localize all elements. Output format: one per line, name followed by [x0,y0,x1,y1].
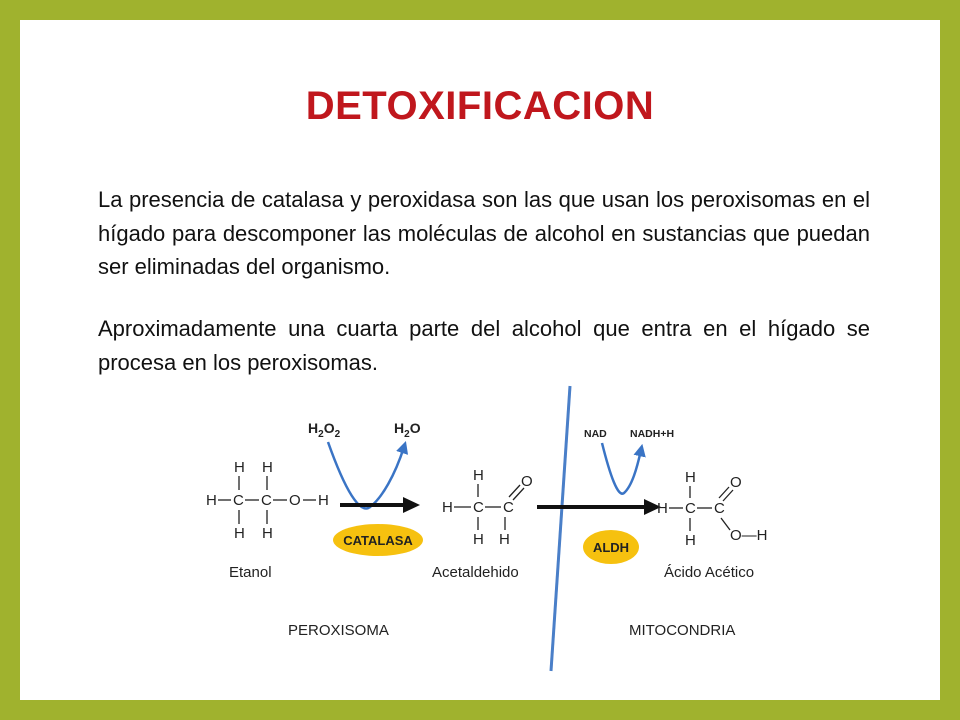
atom-o: O [289,492,301,509]
atom-h: H [685,469,696,486]
atom-h: H [262,459,273,476]
atom-c: C [473,499,484,516]
atom-h: H [442,499,453,516]
slide-title: DETOXIFICACION [305,84,655,128]
atom-c: C [503,499,514,516]
acetaldehyde-label: Acetaldehido [432,564,519,581]
reaction-arrow-1-head [403,497,420,513]
atom-c: C [685,500,696,517]
acetic-acid-label: Ácido Acético [664,564,754,581]
paragraph-catalase: La presencia de catalasa y peroxidasa so… [98,187,870,279]
aldh-curve [600,442,646,495]
atom-oh: O—H [730,527,768,544]
acetaldehyde-structure: H H C C O H H [442,467,533,548]
atom-h: H [657,500,668,517]
alcohol-metabolism-diagram: H H H C C O H H H Etanol H2O2 H2O [206,385,768,672]
svg-text:H2O: H2O [394,420,421,440]
aldh-enzyme-badge [583,530,639,564]
atom-c: C [261,492,272,509]
nadh-label: NADH+H [630,428,674,440]
aldh-label: ALDH [593,540,629,555]
atom-c: C [233,492,244,509]
atom-o: O [730,474,742,491]
paragraph-quarter-alcohol: Aproximadamente una cuarta parte del alc… [98,316,870,375]
catalase-label: CATALASA [343,533,413,548]
atom-h: H [262,525,273,542]
slide: DETOXIFICACION La presencia de catalasa … [20,20,940,700]
mitochondria-region-label: MITOCONDRIA [629,622,735,639]
h2o2-label: H2O2 [308,420,341,440]
catalase-curve [326,441,409,510]
atom-h: H [685,532,696,549]
atom-h: H [234,459,245,476]
ethanol-bonds [218,476,316,524]
compartment-divider [549,385,572,672]
nad-label: NAD [584,428,607,440]
ethanol-structure: H H H C C O H H H [206,459,329,542]
atom-h: H [473,467,484,484]
atom-h: H [318,492,329,509]
atom-o: O [521,473,533,490]
reaction-arrow-2-head [644,499,661,515]
acetaldehyde-bonds [454,484,525,530]
acetic-acid-bonds [669,486,734,531]
h2o-label: H2O [394,420,421,440]
atom-h: H [473,531,484,548]
catalase-enzyme-badge [333,524,423,556]
atom-h: H [206,492,217,509]
atom-h: H [234,525,245,542]
ethanol-label: Etanol [229,564,272,581]
acetic-acid-structure: H H C C O H O—H [657,469,768,549]
atom-c: C [714,500,725,517]
peroxisome-region-label: PEROXISOMA [288,622,389,639]
svg-text:H2O2: H2O2 [308,420,341,440]
atom-h: H [499,531,510,548]
